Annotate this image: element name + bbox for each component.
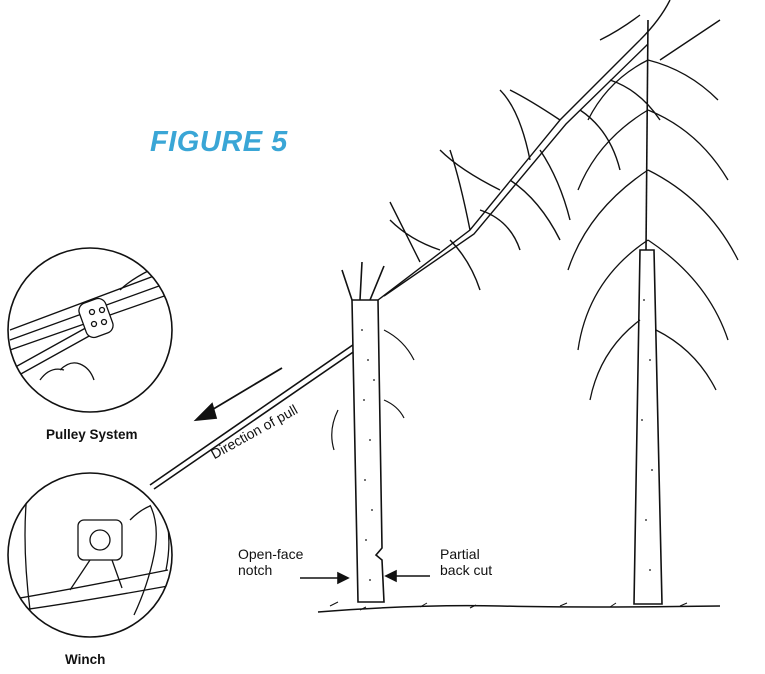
- pull-rope: [150, 340, 362, 489]
- partial-back-cut-line2: back cut: [440, 562, 492, 578]
- figure-title: FIGURE 5: [150, 126, 288, 159]
- standing-tree: [568, 20, 738, 604]
- partial-back-cut-arrow: [386, 571, 430, 581]
- pulley-system-label: Pulley System: [46, 427, 138, 443]
- open-face-notch-arrow: [300, 573, 348, 583]
- open-face-notch-label: Open-face notch: [238, 546, 303, 578]
- cut-tree-trunk: [332, 262, 414, 602]
- partial-back-cut-line1: Partial: [440, 546, 492, 562]
- winch-inset: [8, 470, 172, 637]
- partial-back-cut-label: Partial back cut: [440, 546, 492, 578]
- open-face-notch-line1: Open-face: [238, 546, 303, 562]
- open-face-notch-line2: notch: [238, 562, 303, 578]
- pulley-system-inset: [8, 248, 172, 412]
- winch-label: Winch: [65, 652, 105, 668]
- direction-of-pull-arrow: [196, 368, 282, 420]
